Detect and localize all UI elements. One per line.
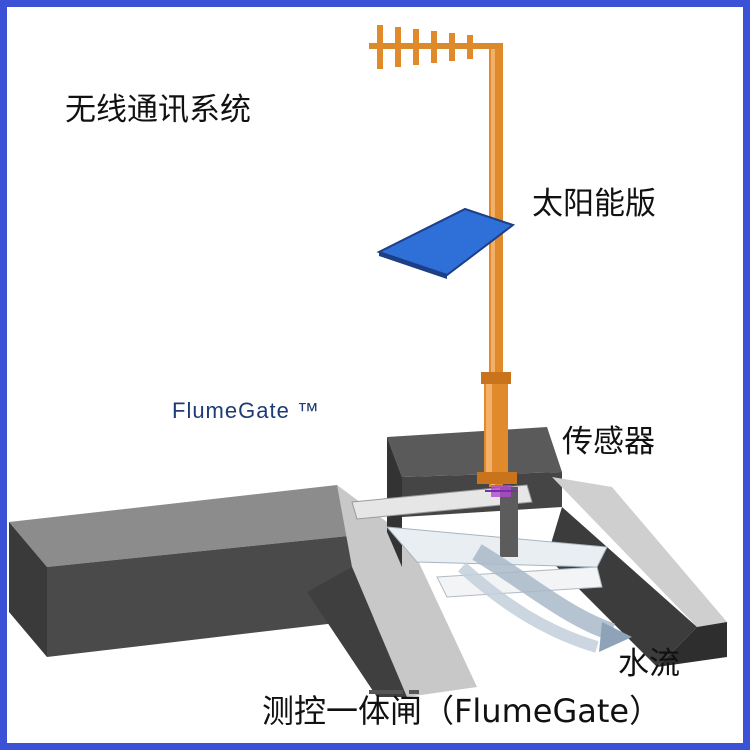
label-wireless-system: 无线通讯系统 <box>65 92 251 128</box>
blurred-marks <box>369 690 419 694</box>
antenna-icon <box>369 25 503 69</box>
label-water-flow: 水流 <box>618 646 680 682</box>
label-brand: FlumeGate ™ <box>172 398 320 423</box>
left-flume-wall <box>9 485 477 697</box>
label-sensor: 传感器 <box>562 424 655 460</box>
water-flow-arrow <box>458 544 632 653</box>
label-solar-panel: 太阳能版 <box>532 186 656 222</box>
sensor-icon <box>485 485 517 497</box>
flumegate-illustration <box>9 25 727 697</box>
caption: 测控一体闸（FlumeGate） <box>262 692 662 730</box>
solar-panel-icon <box>376 207 516 279</box>
mast-pole <box>477 47 517 487</box>
